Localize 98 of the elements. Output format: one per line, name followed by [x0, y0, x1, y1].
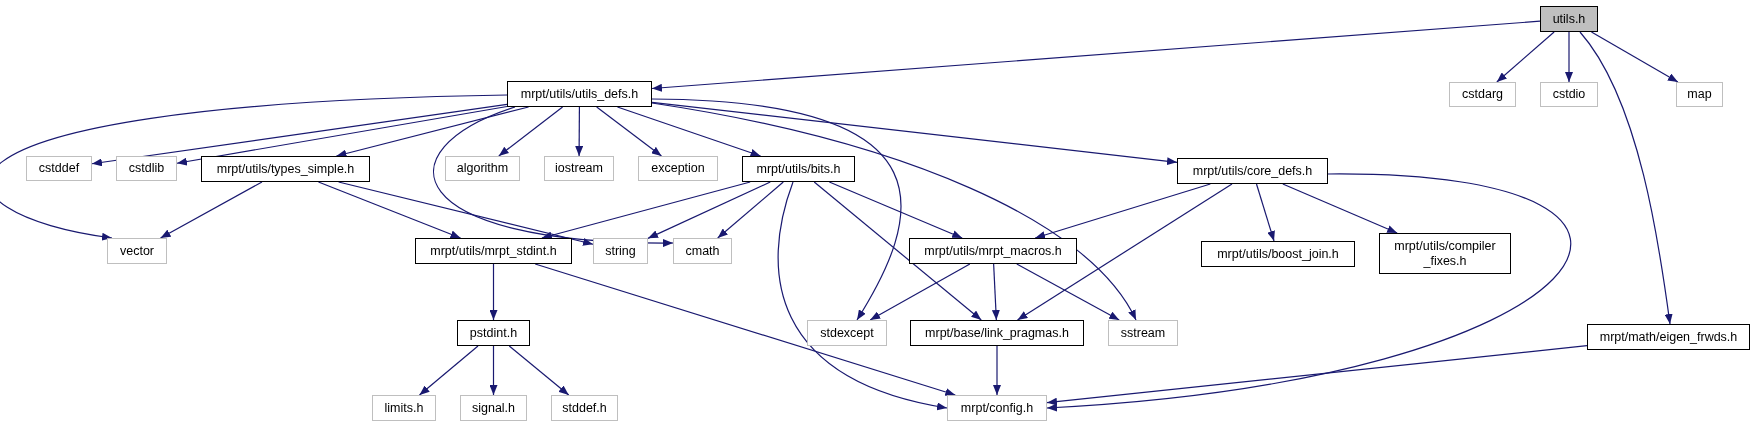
- file-name: mrpt/utils/mrpt_stdint.h: [430, 243, 557, 259]
- file-name: mrpt/utils/mrpt_macros.h: [924, 243, 1062, 259]
- include-arrow: [338, 181, 594, 246]
- include-arrow: [489, 345, 498, 396]
- include-arrow: [541, 181, 751, 240]
- include-arrow: [1255, 183, 1275, 242]
- header-file-box: [415, 238, 572, 264]
- include-arrow: [317, 181, 462, 239]
- file-name: mrpt/config.h: [960, 400, 1034, 416]
- file-name: cstddef: [38, 161, 80, 176]
- header-file-box: [460, 395, 527, 421]
- header-file-box: [551, 395, 618, 421]
- include-arrow: [1282, 183, 1398, 234]
- header-file-box: [1676, 82, 1723, 107]
- file-name: string: [605, 243, 636, 259]
- file-name: cstdlib: [128, 161, 165, 176]
- header-file-box: [1540, 6, 1598, 32]
- header-file-box: [638, 156, 718, 181]
- header-file-box: [1177, 158, 1328, 184]
- include-arrow: [647, 181, 771, 239]
- header-file-box: [26, 156, 92, 181]
- file-name: stdexcept: [820, 325, 874, 341]
- include-arrow: [1016, 183, 1233, 321]
- include-arrow: [1496, 31, 1555, 83]
- include-arrow: [1046, 173, 1571, 412]
- file-name: mrpt/utils/core_defs.h: [1192, 163, 1313, 179]
- include-arrow: [534, 263, 956, 396]
- include-arrow: [508, 345, 570, 396]
- file-name: utils.h: [1552, 11, 1586, 27]
- header-file-box: [807, 320, 887, 346]
- include-arrow: [176, 105, 508, 166]
- include-arrow: [1590, 31, 1679, 83]
- file-name: iostream: [555, 161, 603, 176]
- include-arrow: [991, 263, 1000, 321]
- header-file-box: [593, 238, 648, 264]
- header-file-box: [116, 156, 177, 181]
- include-arrow: [91, 103, 508, 167]
- file-name: sstream: [1120, 325, 1166, 341]
- header-file-box: [372, 395, 436, 421]
- file-name: vector: [119, 243, 154, 259]
- header-file-box: [445, 156, 520, 181]
- file-name: stddef.h: [562, 400, 607, 416]
- header-file-box: [1449, 82, 1516, 107]
- include-arrow: [813, 181, 982, 321]
- header-file-box: [673, 238, 732, 264]
- file-name: mrpt/utils/types_simple.h: [216, 161, 355, 177]
- file-name: mrpt/utils/utils_defs.h: [520, 86, 639, 102]
- file-name: cstdarg: [1462, 87, 1503, 102]
- include-arrow: [869, 263, 971, 321]
- header-file-box: [201, 156, 370, 182]
- header-file-box: [107, 238, 167, 264]
- include-arrow: [651, 98, 901, 321]
- header-file-box: [910, 320, 1084, 346]
- file-name: mrpt/utils/bits.h: [756, 161, 841, 177]
- include-arrow: [993, 345, 1001, 396]
- file-name: mrpt/utils/compiler _fixes.h: [1393, 238, 1497, 269]
- header-file-box: [1108, 320, 1178, 346]
- include-arrow: [1565, 31, 1573, 83]
- include-arrow: [828, 181, 963, 239]
- include-arrow: [596, 106, 663, 157]
- header-file-box: [457, 320, 530, 346]
- header-file-box: [544, 156, 614, 181]
- header-file-box: [1379, 233, 1511, 274]
- file-name: cstdio: [1552, 87, 1586, 102]
- include-arrow: [335, 106, 530, 158]
- include-arrow: [1046, 345, 1588, 406]
- include-arrow: [159, 181, 263, 239]
- header-file-box: [507, 81, 652, 107]
- include-arrow: [489, 263, 498, 321]
- header-file-box: [947, 395, 1047, 421]
- include-arrow: [651, 20, 1541, 92]
- include-arrow: [1579, 31, 1673, 325]
- file-name: limits.h: [384, 400, 424, 416]
- include-arrow: [777, 181, 948, 410]
- include-arrow: [1016, 263, 1120, 321]
- file-name: signal.h: [471, 400, 516, 416]
- include-arrow: [418, 345, 479, 396]
- header-file-box: [909, 238, 1077, 264]
- header-file-box: [1540, 82, 1598, 107]
- include-arrow: [1034, 183, 1211, 239]
- file-name: map: [1687, 87, 1712, 102]
- header-file-box: [1587, 324, 1750, 350]
- file-name: cmath: [685, 243, 720, 259]
- include-arrow: [717, 181, 784, 239]
- include-arrow: [651, 102, 1137, 321]
- header-file-box: [742, 156, 855, 182]
- file-name: pstdint.h: [469, 325, 518, 341]
- include-arrow: [0, 94, 508, 241]
- file-name: mrpt/base/link_pragmas.h: [925, 325, 1069, 341]
- include-arrow: [651, 101, 1178, 166]
- file-name: mrpt/utils/boost_join.h: [1217, 246, 1339, 262]
- include-arrow: [575, 106, 584, 157]
- file-name: mrpt/math/eigen_frwds.h: [1599, 329, 1738, 345]
- include-arrow: [616, 106, 762, 157]
- file-name: algorithm: [456, 161, 509, 176]
- include-arrow: [498, 106, 564, 157]
- header-file-box: [1201, 241, 1355, 267]
- file-name: exception: [651, 161, 705, 176]
